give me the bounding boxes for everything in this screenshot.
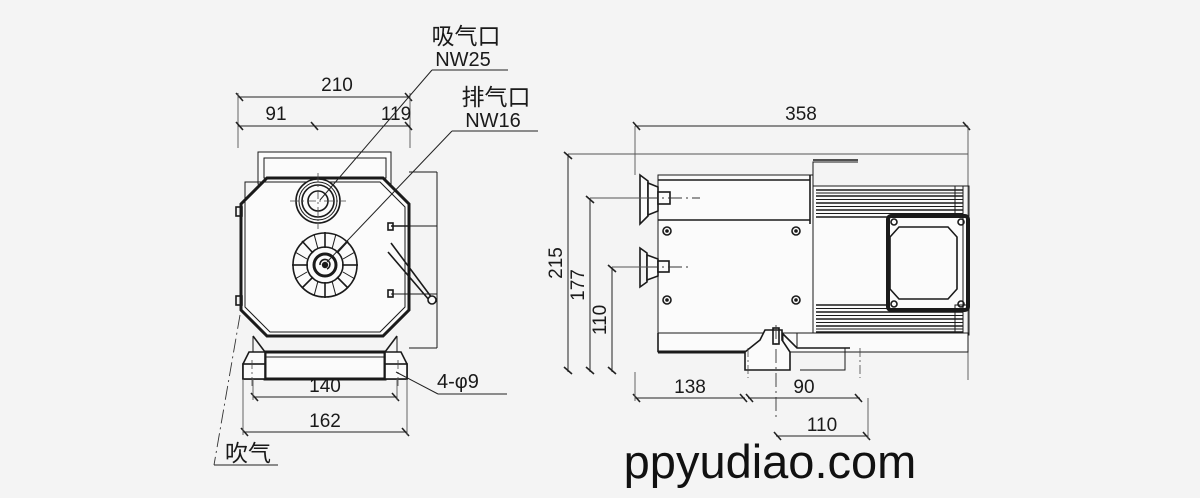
terminal-box <box>886 214 970 312</box>
base-mounting-foot <box>744 325 969 420</box>
callout-bolt-holes: 4-φ9 <box>395 371 507 395</box>
motor-housing-fins <box>812 185 970 336</box>
dimension-140-label: 140 <box>309 376 341 397</box>
dimension-110-horizontal-label: 110 <box>807 415 837 436</box>
dimension-138: 138 <box>632 372 748 403</box>
suction-port-label: 吸气口 <box>432 24 501 50</box>
suction-port-spec: NW25 <box>435 49 491 71</box>
dimension-162-label: 162 <box>309 411 341 432</box>
dimension-177-label: 177 <box>568 269 589 301</box>
dimension-110-horizontal: 110 <box>773 398 871 441</box>
dimension-140: 140 <box>250 376 400 402</box>
exhaust-port-spec: NW16 <box>465 110 521 132</box>
dimension-210-label: 210 <box>321 75 353 96</box>
body-bolts <box>662 226 801 305</box>
dimension-210: 210 <box>235 75 413 148</box>
blow-air-label: 吹气 <box>225 441 271 467</box>
base-feet-assembly <box>242 335 408 387</box>
right-side-view: 358 <box>546 104 971 441</box>
callout-blow-air: 吹气 <box>213 314 278 467</box>
dimension-162: 162 <box>240 379 410 437</box>
dimension-138-label: 138 <box>674 377 706 398</box>
dimension-358-label: 358 <box>785 104 817 125</box>
exhaust-port-label: 排气口 <box>462 85 531 111</box>
dimension-177: 177 <box>568 195 648 375</box>
main-body-block <box>620 159 858 354</box>
dimension-91-119: 91 119 <box>235 104 413 131</box>
left-side-lugs <box>235 206 243 306</box>
watermark: ppyudiao.com <box>624 435 917 488</box>
callout-exhaust-port: 排气口 NW16 <box>326 85 538 263</box>
callout-suction-port: 吸气口 NW25 <box>319 24 508 201</box>
dimension-215: 215 <box>546 151 573 375</box>
right-side-bracket <box>387 171 438 349</box>
dimension-215-label: 215 <box>546 247 567 279</box>
dimension-90-label: 90 <box>793 377 814 398</box>
cooling-fan-wheel <box>292 232 358 298</box>
bolt-holes-label: 4-φ9 <box>437 371 479 393</box>
dimension-110-vertical-label: 110 <box>590 305 611 335</box>
dimension-90: 90 <box>745 377 863 403</box>
dimension-91-label: 91 <box>265 104 286 125</box>
dimension-110-vertical: 110 <box>590 264 648 375</box>
dimension-119-label: 119 <box>381 104 411 125</box>
left-front-view: 210 91 119 <box>213 24 538 467</box>
